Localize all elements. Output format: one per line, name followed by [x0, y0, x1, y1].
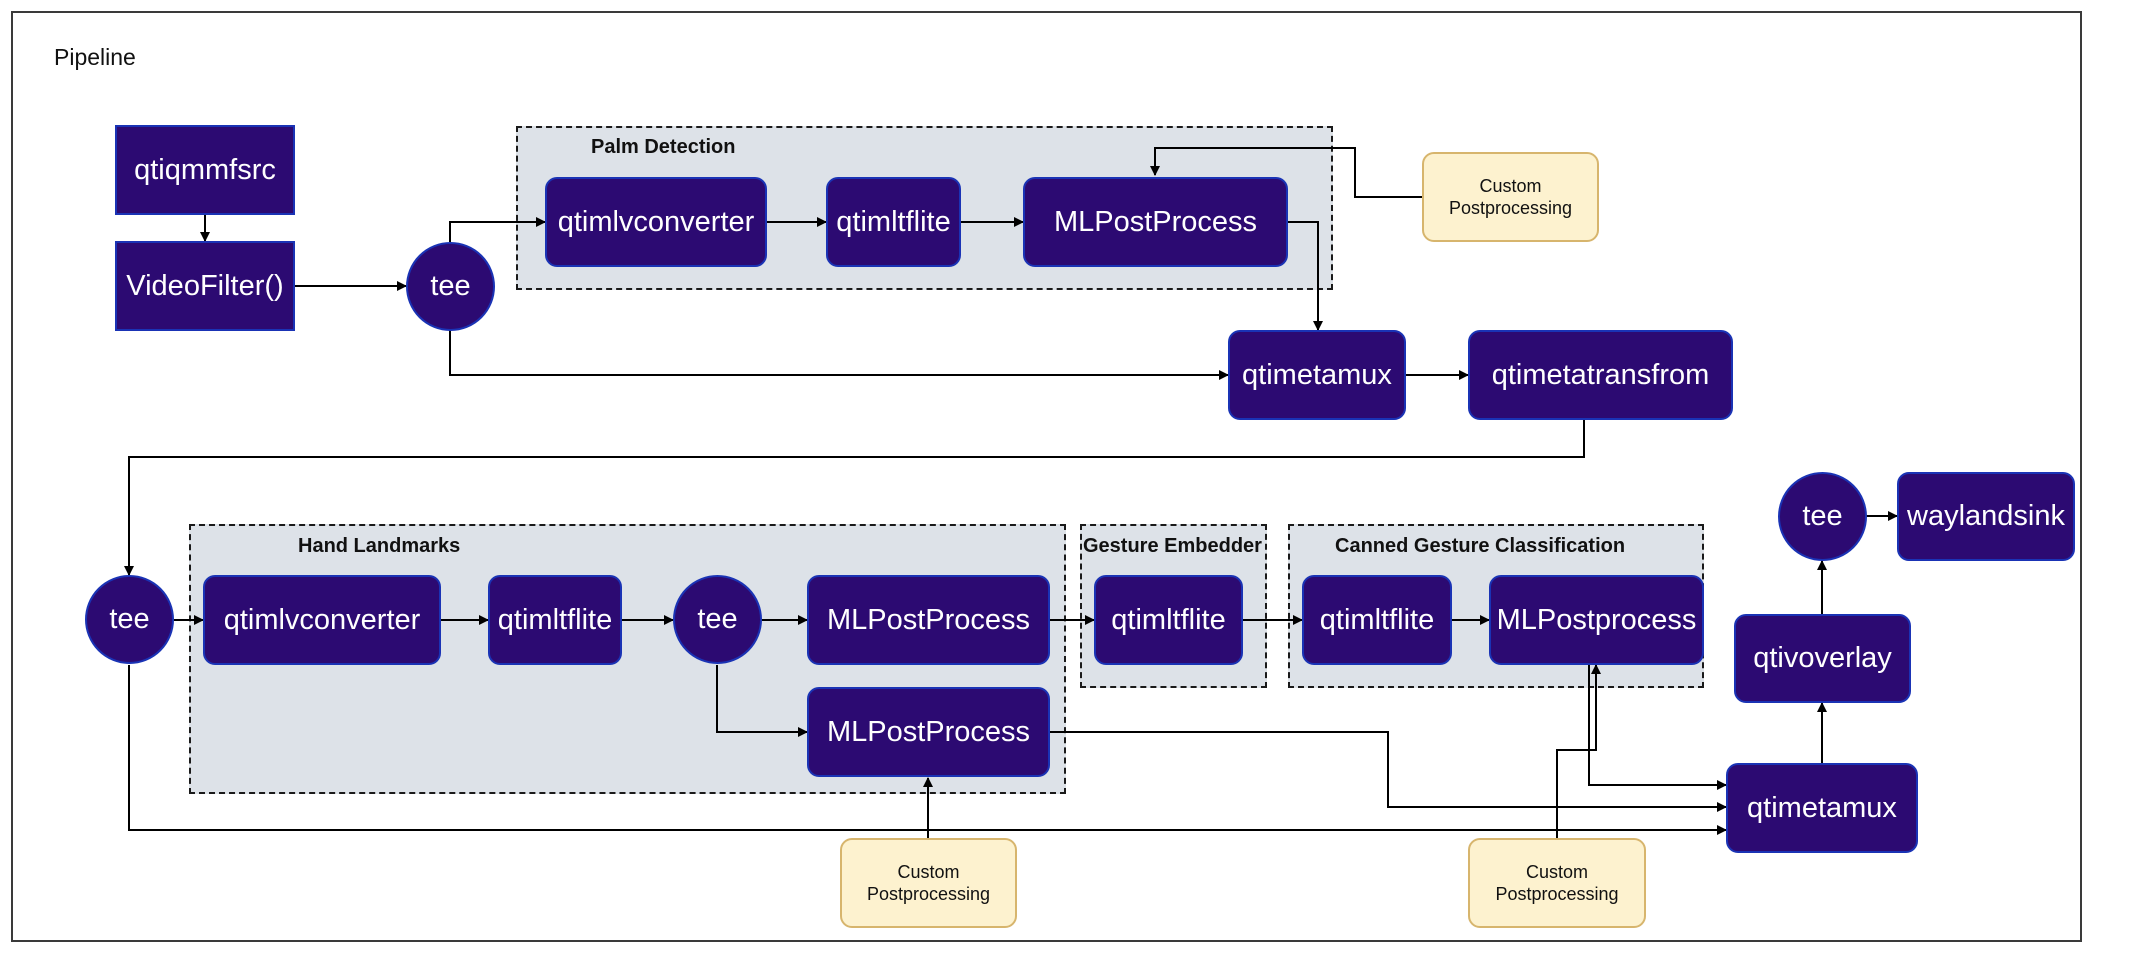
node-tee-1: tee — [406, 242, 495, 331]
node-qtimltflite-2: qtimltflite — [488, 575, 622, 665]
node-qtimlvconverter-1: qtimlvconverter — [545, 177, 767, 267]
node-tee-3: tee — [673, 575, 762, 664]
node-mlpostprocess-2: MLPostProcess — [807, 575, 1050, 665]
group-label-palm-detection: Palm Detection — [591, 136, 736, 158]
note-custom-postprocessing-3: Custom Postprocessing — [1468, 838, 1646, 928]
node-qtimltflite-3: qtimltflite — [1094, 575, 1243, 665]
node-qtimetamux-2: qtimetamux — [1726, 763, 1918, 853]
group-label-hand-landmarks: Hand Landmarks — [298, 535, 461, 557]
node-qtivoverlay: qtivoverlay — [1734, 614, 1911, 703]
node-qtimetatransfrom: qtimetatransfrom — [1468, 330, 1733, 420]
node-mlpostprocess-3: MLPostProcess — [807, 687, 1050, 777]
pipeline-frame — [11, 11, 2082, 942]
note-custom-postprocessing-1: Custom Postprocessing — [1422, 152, 1599, 242]
diagram-title: Pipeline — [54, 44, 136, 70]
node-videofilter: VideoFilter() — [115, 241, 295, 331]
node-qtimltflite-4: qtimltflite — [1302, 575, 1452, 665]
node-mlpostprocess-1: MLPostProcess — [1023, 177, 1288, 267]
group-label-canned-gesture: Canned Gesture Classification — [1335, 535, 1626, 557]
node-waylandsink: waylandsink — [1897, 472, 2075, 561]
node-qtimlvconverter-2: qtimlvconverter — [203, 575, 441, 665]
group-label-gesture-embedder: Gesture Embedder — [1083, 535, 1262, 557]
node-qtimltflite-1: qtimltflite — [826, 177, 961, 267]
node-qtimetamux-1: qtimetamux — [1228, 330, 1406, 420]
note-custom-postprocessing-2: Custom Postprocessing — [840, 838, 1017, 928]
node-tee-2: tee — [85, 575, 174, 664]
node-qtiqmmfsrc: qtiqmmfsrc — [115, 125, 295, 215]
node-mlpostprocess-4: MLPostprocess — [1489, 575, 1704, 665]
node-tee-4: tee — [1778, 472, 1867, 561]
